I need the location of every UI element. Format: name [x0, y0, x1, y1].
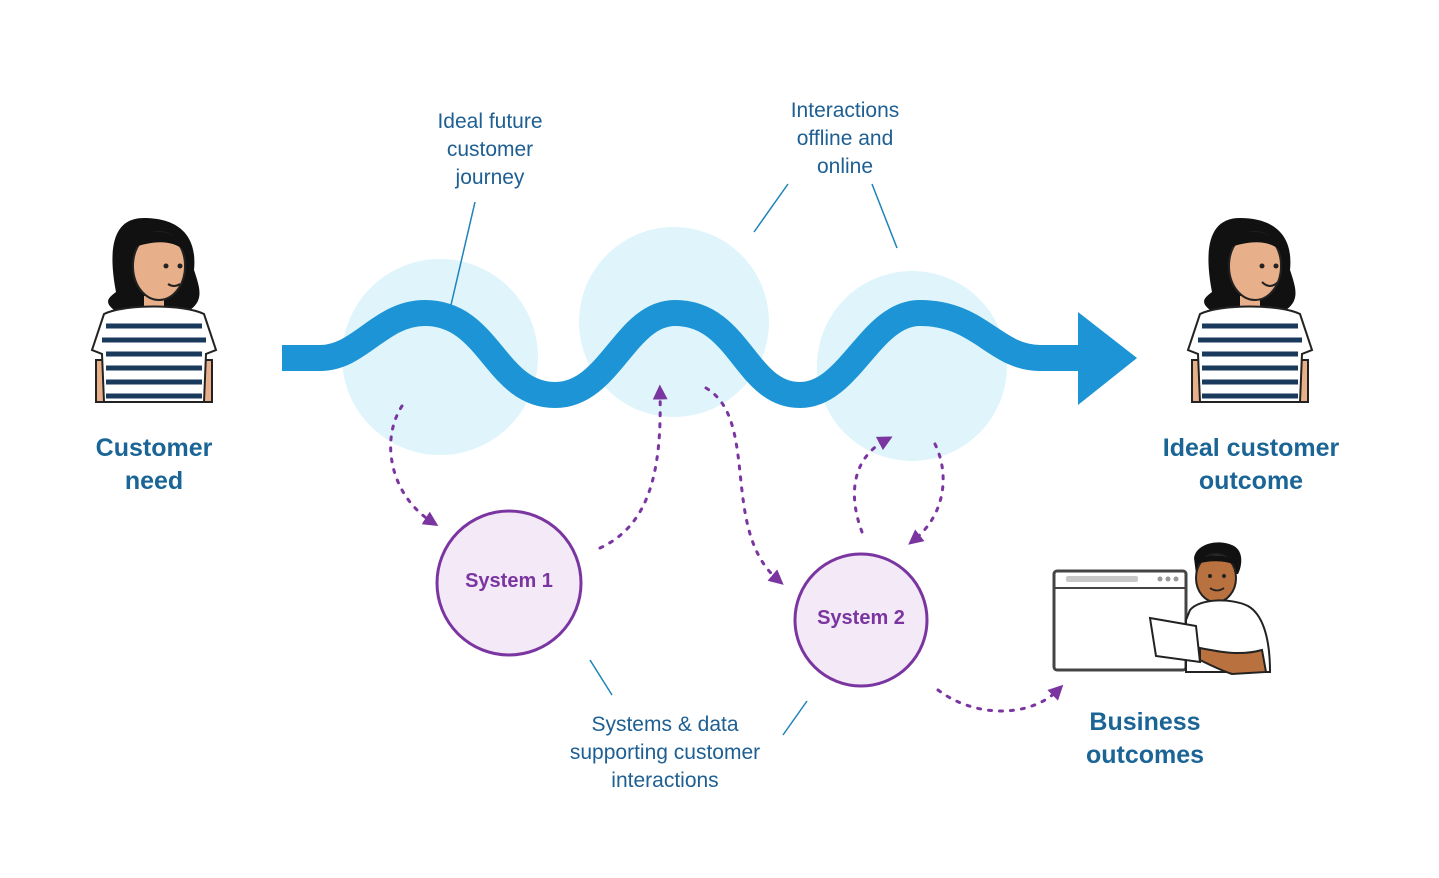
systems-connector-left — [589, 659, 613, 696]
interactions-connector-left — [753, 183, 789, 233]
browser-window-icon — [1052, 569, 1188, 672]
flow-back-to-system2 — [908, 442, 945, 545]
systems-data-annotation: Systems & data supporting customer inter… — [569, 713, 761, 792]
system-1-label: System 1 — [465, 570, 553, 592]
journey-connector-line — [450, 201, 476, 306]
journey-arrow-head — [1078, 312, 1137, 405]
system-1-node — [435, 509, 583, 657]
flow-from-system1 — [598, 384, 668, 550]
system-2-label: System 2 — [817, 607, 905, 629]
ideal-customer-outcome-icon — [1186, 218, 1314, 403]
flow-from-system2 — [852, 436, 893, 534]
systems-connector-right — [782, 700, 808, 736]
ideal-journey-annotation: Ideal future customer journey — [437, 110, 543, 189]
journey-arrow — [282, 300, 1082, 408]
system-2-node — [793, 552, 929, 688]
flow-to-system2 — [704, 386, 784, 585]
man-with-laptop-icon — [1148, 542, 1272, 676]
business-outcomes-label: Business outcomes — [1085, 708, 1205, 769]
interactions-annotation: Interactions offline and online — [790, 99, 900, 178]
interactions-connector-right — [871, 183, 898, 249]
flow-to-system1 — [389, 404, 439, 527]
flow-to-business — [936, 684, 1064, 713]
customer-need-label: Customer need — [95, 434, 213, 495]
ideal-outcome-label: Ideal customer outcome — [1162, 434, 1340, 495]
customer-need-icon — [90, 218, 218, 403]
